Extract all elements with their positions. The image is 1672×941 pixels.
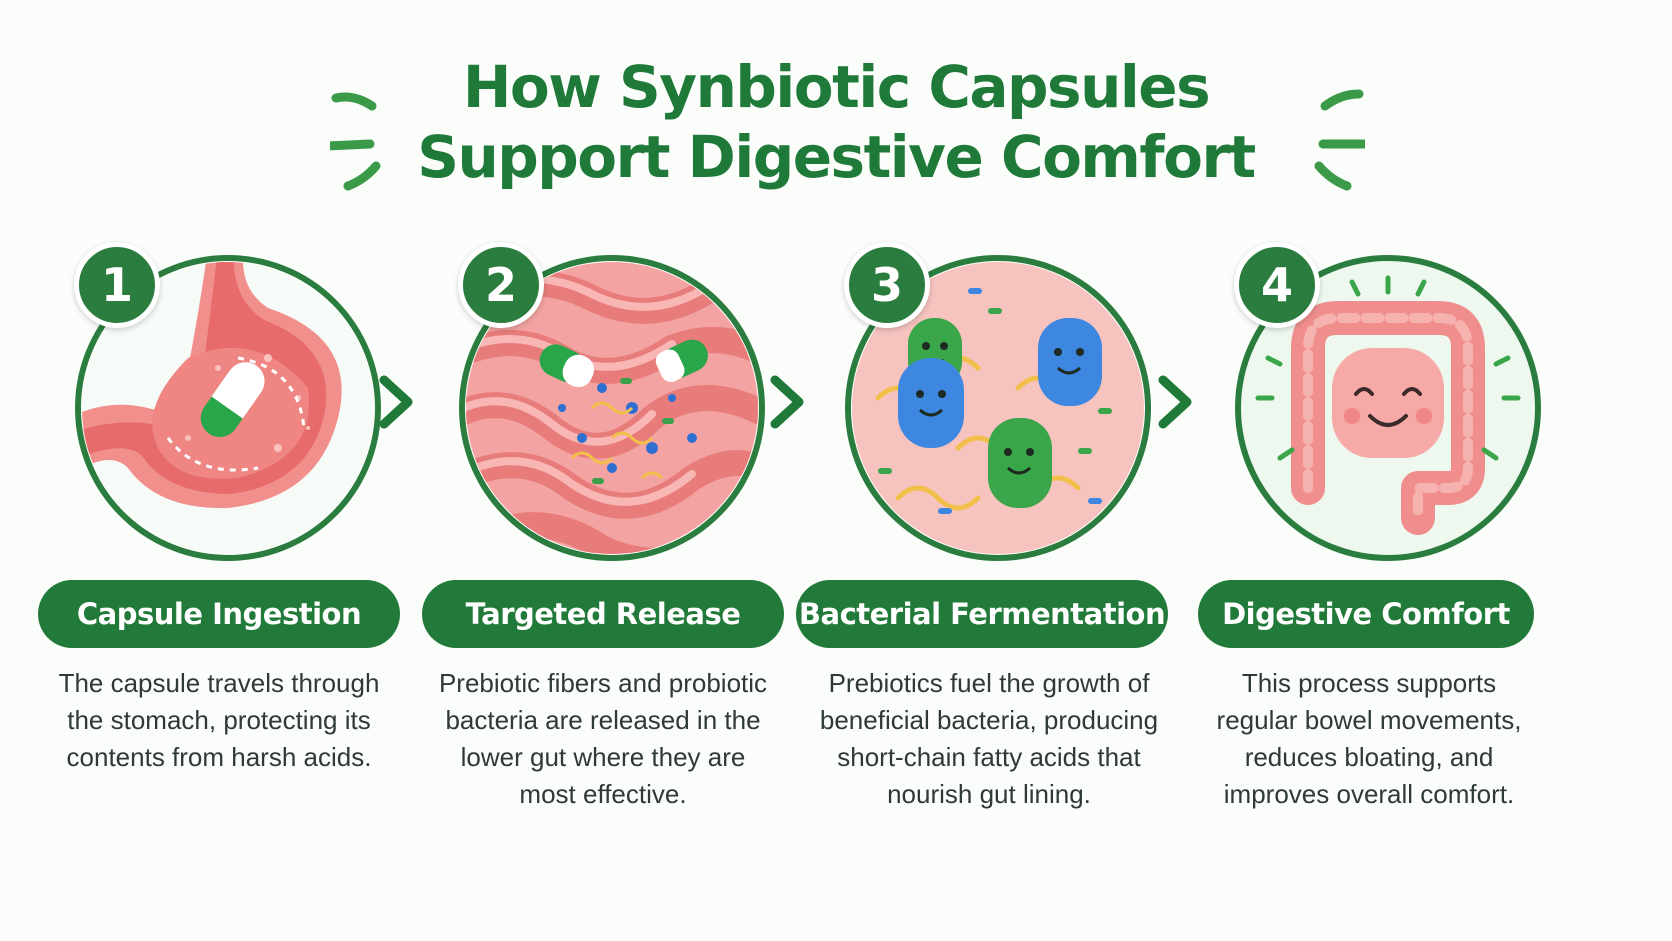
step-description: Prebiotics fuel the growth of beneficial… bbox=[819, 668, 1159, 809]
step-3: 3 Bacterial Fermentation Prebiotics fuel… bbox=[796, 240, 1188, 920]
sparkle-left-icon bbox=[330, 92, 381, 191]
step-description: The capsule travels through the stomach,… bbox=[58, 668, 380, 772]
title-line-1: How Synbiotic Capsules bbox=[462, 53, 1211, 121]
step-2-illustration: 2 bbox=[452, 242, 772, 568]
step-label: Digestive Comfort bbox=[1198, 580, 1534, 648]
step-1-illustration: 1 bbox=[68, 242, 388, 568]
step-description: This process supports regular bowel move… bbox=[1216, 668, 1522, 809]
step-4-illustration: 4 bbox=[1228, 242, 1548, 568]
happy-colon-illustration bbox=[1235, 255, 1541, 561]
title-line-2: Support Digestive Comfort bbox=[417, 123, 1256, 191]
intestine-release-illustration bbox=[459, 255, 765, 561]
sparkle-right-icon bbox=[1314, 89, 1365, 191]
step-number-badge: 2 bbox=[458, 242, 544, 328]
chevron-right-icon bbox=[1158, 375, 1192, 429]
step-label: Targeted Release bbox=[422, 580, 784, 648]
chevron-right-icon bbox=[379, 375, 413, 429]
step-description: Prebiotic fibers and probiotic bacteria … bbox=[438, 668, 768, 809]
step-3-illustration: 3 bbox=[838, 242, 1158, 568]
step-label: Capsule Ingestion bbox=[38, 580, 400, 648]
chevron-right-icon bbox=[770, 375, 804, 429]
step-2: 2 Targeted Release Prebiotic fibers and … bbox=[422, 240, 802, 920]
step-1: 1 Capsule Ingestion The capsule travels … bbox=[38, 240, 418, 920]
step-4: 4 Digestive Comfort This process support… bbox=[1198, 240, 1578, 920]
step-number-badge: 3 bbox=[844, 242, 930, 328]
bacteria-fermentation-illustration bbox=[845, 255, 1151, 561]
step-number-badge: 1 bbox=[74, 242, 160, 328]
page-title: How Synbiotic Capsules Support Digestive… bbox=[0, 52, 1672, 192]
step-label: Bacterial Fermentation bbox=[796, 580, 1168, 648]
step-number-badge: 4 bbox=[1234, 242, 1320, 328]
